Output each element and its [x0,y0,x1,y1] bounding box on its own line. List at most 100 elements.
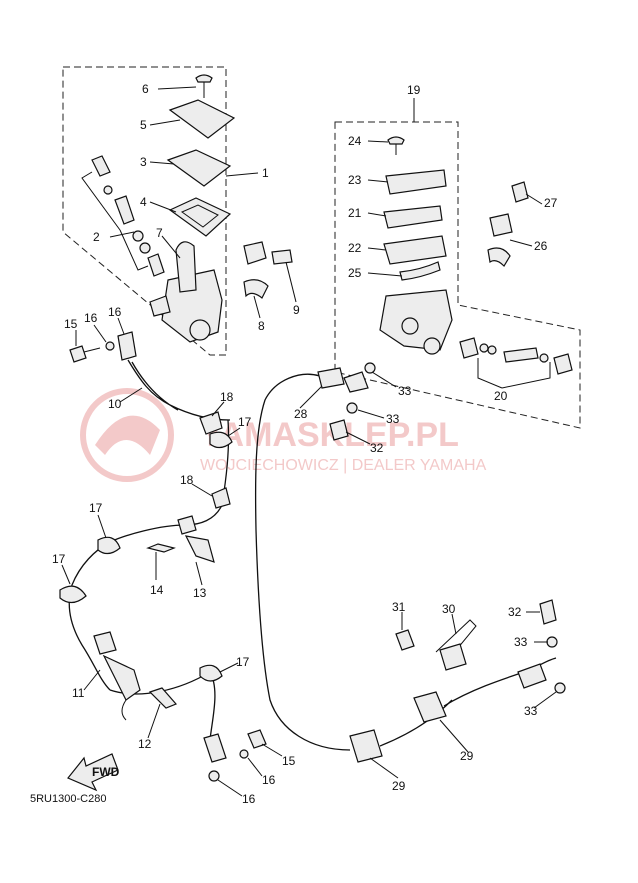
bolt-32-b [539,599,557,625]
watermark-title: YAMASKLEP.PL [200,416,459,454]
diaphragm-22 [383,235,447,265]
brake-hose-10 [127,359,231,421]
washer-33-d [554,682,566,694]
callout-16-c: 16 [262,773,276,787]
bolt-32-a [329,419,349,441]
callout-21: 21 [348,206,362,220]
callout-29-right: 29 [460,749,474,763]
hose-fitting-28 [317,367,345,389]
screw-6 [195,74,213,98]
callout-33-d: 33 [524,704,538,718]
piston-kit-20 [459,337,573,375]
callout-18-a: 18 [220,390,234,404]
callout-4: 4 [140,195,147,209]
group-boundary-left [62,66,227,356]
hose-fitting-top [117,331,137,361]
diaphragm-4 [168,197,232,237]
callout-15-bottom: 15 [282,754,296,768]
callout-3: 3 [140,155,147,169]
callout-30: 30 [442,602,456,616]
callout-33-a: 33 [398,384,412,398]
hose-guide-11 [93,631,141,721]
callout-8: 8 [258,319,265,333]
watermark: YAMASKLEP.PL WOJCIECHOWICZ | DEALER YAMA… [80,388,487,482]
bracket-26 [487,213,513,267]
callout-11: 11 [72,686,85,700]
group-boundary-right [334,121,581,429]
callout-16-d: 16 [242,792,256,806]
callout-12: 12 [138,737,152,751]
callout-16-b: 16 [108,305,122,319]
master-cylinder-body-1 [149,241,223,343]
clamp-29-right [413,691,447,723]
bolt-31 [395,629,415,651]
washer-16-a [105,341,115,351]
watermark-subtitle: WOJCIECHOWICZ | DEALER YAMAHA [200,457,487,474]
callout-25: 25 [348,266,362,280]
washer-33-b [346,402,358,414]
callout-29-left: 29 [392,779,406,793]
hose-end-right [517,663,547,689]
callout-19: 19 [407,83,421,97]
callout-23: 23 [348,173,362,187]
callout-18-b: 18 [180,473,194,487]
hose-guide-13 [177,515,215,563]
hose-end-lower [203,733,227,763]
bolt-12 [148,687,178,709]
plate-21 [383,205,443,229]
callout-32-a: 32 [370,441,384,455]
callout-14: 14 [150,583,164,597]
clamp-29-left [349,729,383,763]
callout-22: 22 [348,241,362,255]
bracket-8 [243,241,269,299]
fwd-label: FWD [92,765,120,779]
callout-26: 26 [534,239,548,253]
callout-24: 24 [348,134,362,148]
callout-31: 31 [392,600,406,614]
fwd-arrow: FWD [67,753,120,792]
screw-24 [387,136,405,155]
brake-hose-28 [254,373,351,751]
bolt-14 [146,543,176,553]
clamp-17-d [199,664,223,682]
callout-15-top: 15 [64,317,78,331]
plate-3 [166,149,232,187]
bolt-27 [511,181,529,203]
callout-9: 9 [293,303,300,317]
washer-16-d [208,770,220,782]
callout-13: 13 [193,586,207,600]
bolt-9 [271,249,293,265]
clamp-17-c [59,585,87,604]
callout-numbers: 6 5 3 4 1 7 2 8 9 15 16 16 10 18 17 18 1… [52,82,558,806]
bracket-30 [435,619,477,671]
piston-kit-2 [91,155,165,277]
clamp-17-a [209,431,233,449]
cover-25 [399,261,441,281]
callout-7: 7 [156,226,163,240]
clamp-18-a [199,411,223,435]
callout-17-c: 17 [52,552,66,566]
callout-10: 10 [108,397,122,411]
callout-17-a: 17 [238,415,252,429]
callout-33-c: 33 [514,635,528,649]
cap-23 [385,169,447,195]
callout-2: 2 [93,230,100,244]
washer-33-a [364,362,376,374]
leader-lines [61,86,557,797]
callout-5: 5 [140,118,147,132]
bolt-15-bottom [247,729,267,749]
washer-33-c [546,636,558,648]
diagram-code: 5RU1300-C280 [30,793,107,805]
washer-16-c [239,749,249,759]
callout-20: 20 [494,389,508,403]
callout-27: 27 [544,196,558,210]
master-cylinder-body-right [379,289,453,355]
bolt-15-top [69,345,101,363]
callout-17-b: 17 [89,501,103,515]
cap-5 [168,99,236,139]
callout-33-b: 33 [386,412,400,426]
callout-1: 1 [262,166,269,180]
clamp-18-b [211,487,231,509]
